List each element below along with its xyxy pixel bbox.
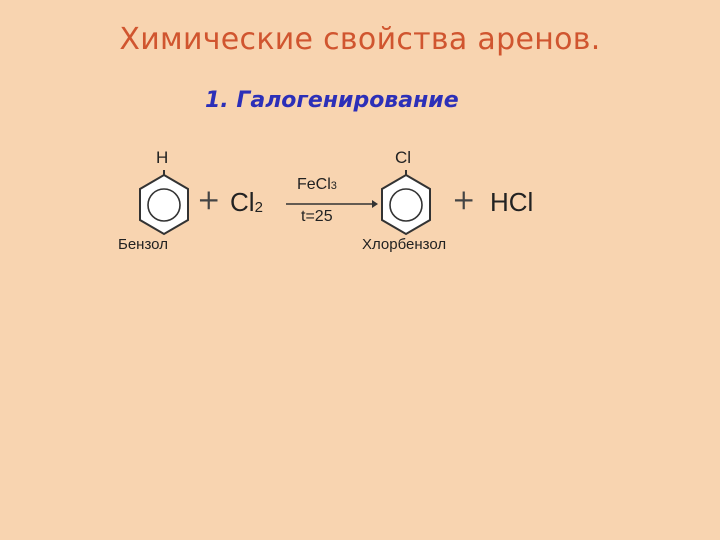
chlorobenzene-ring-icon: [381, 170, 431, 236]
catalyst-subscript: 3: [330, 180, 337, 192]
reactant-substituent: H: [156, 148, 169, 167]
reagent-symbol: Cl: [230, 187, 255, 217]
plus-sign: +: [197, 183, 221, 216]
byproduct-hcl: HCl: [490, 187, 534, 217]
reagent-subscript: 2: [254, 199, 263, 216]
reaction-arrow-icon: [286, 200, 378, 208]
reactant-name: Бензол: [118, 236, 168, 253]
section-heading: 1. Галогенирование: [205, 88, 459, 113]
plus-sign-2: +: [452, 183, 476, 216]
chlorine-reagent: Cl2: [230, 187, 263, 218]
benzene-ring-icon: [139, 170, 189, 236]
catalyst-label: FeCl3: [297, 176, 337, 194]
reaction-condition: t=25: [301, 208, 333, 225]
catalyst-symbol: FeCl: [297, 176, 331, 193]
product-name: Хлорбензол: [362, 236, 447, 253]
slide-title: Химические свойства аренов.: [119, 22, 601, 57]
product-substituent: Cl: [395, 148, 412, 167]
